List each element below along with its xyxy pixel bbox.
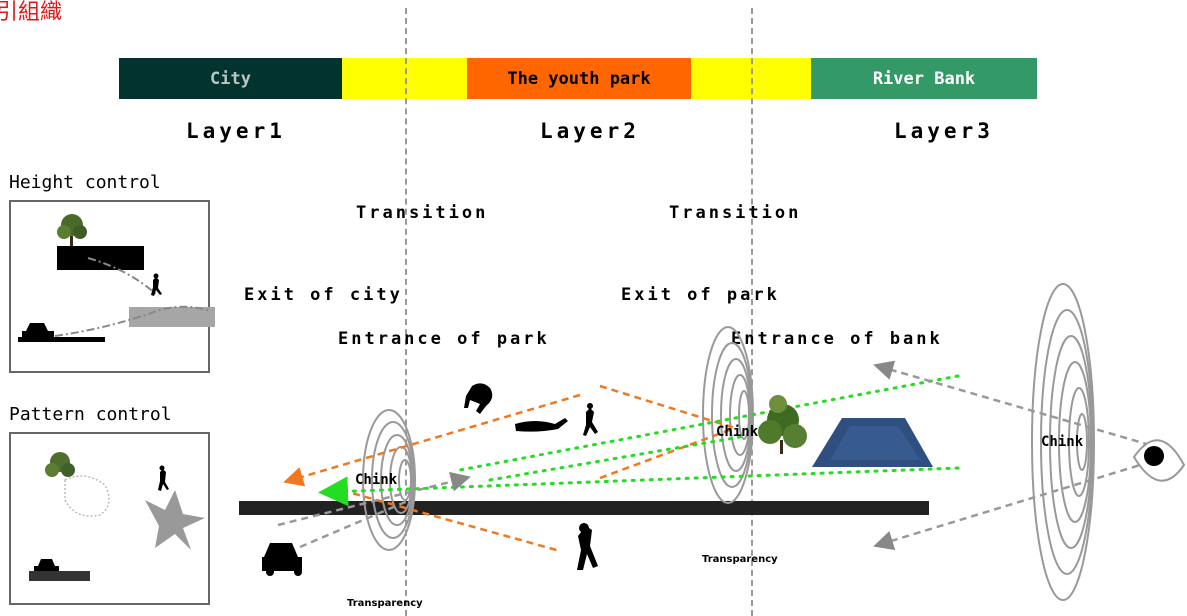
bar-segment-city: City [119, 58, 342, 99]
pattern-control-illustration [29, 452, 205, 581]
entrance-of-bank-label: Entrance of bank [731, 329, 943, 349]
exit-of-park-label: Exit of park [621, 285, 780, 305]
divider-line-right [751, 8, 753, 616]
layer-3-label: Layer3 [894, 119, 994, 143]
gray-sight-lines [277, 360, 1151, 551]
orange-sight-lines [283, 384, 736, 553]
pattern-control-box [9, 432, 210, 605]
bush-icon [758, 395, 807, 454]
pattern-control-title: Pattern control [9, 404, 172, 425]
transition-label-1: Transition [356, 203, 489, 223]
eye-icon [1132, 439, 1186, 482]
entrance-of-park-label: Entrance of park [338, 329, 550, 349]
bar-segment-river-bank: River Bank [811, 58, 1037, 99]
height-control-box [9, 200, 210, 373]
bar-segment-transition-1 [342, 58, 467, 99]
transparency-label-1: Transparency [347, 598, 423, 609]
park-figures [262, 383, 598, 576]
chink-label-2: Chink [716, 424, 759, 440]
green-sight-lines [318, 374, 960, 507]
layer-1-label: Layer1 [186, 119, 286, 143]
chink-rings-1 [362, 409, 416, 551]
exit-of-city-label: Exit of city [244, 285, 403, 305]
transparency-label-2: Transparency [702, 554, 778, 565]
chink-label-3: Chink [1041, 434, 1084, 450]
divider-line-left [405, 8, 407, 616]
transition-label-2: Transition [669, 203, 802, 223]
bar-segment-youth-park: The youth park [467, 58, 691, 99]
corner-logo-text: 引組織 [0, 0, 63, 25]
chink-label-1: Chink [355, 472, 398, 488]
chink-rings-3 [1031, 283, 1095, 601]
height-control-illustration [18, 214, 215, 342]
layer-2-label: Layer2 [540, 119, 640, 143]
height-control-title: Height control [9, 172, 161, 193]
